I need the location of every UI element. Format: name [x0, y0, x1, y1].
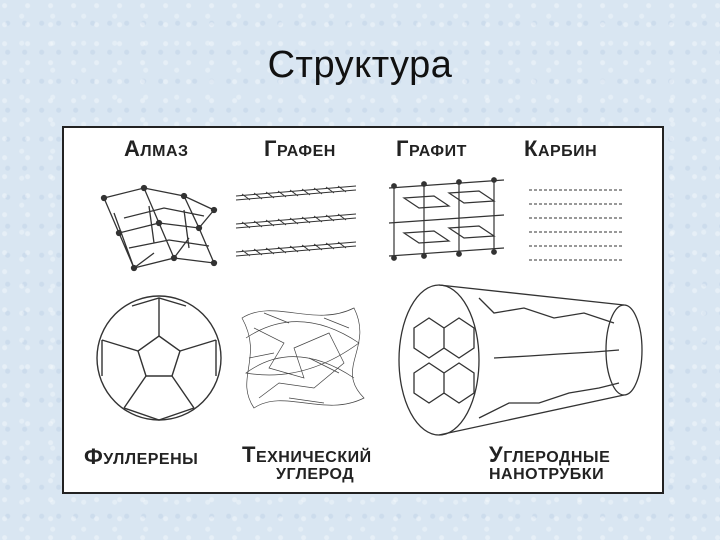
- diamond-lattice: [100, 184, 218, 272]
- structures-illustration: [96, 177, 643, 436]
- label-technical-carbon-line1: Технический: [242, 442, 372, 467]
- carbon-structures-figure: Алмаз Графен Графит Карбин Фуллерены Тех…: [62, 126, 664, 494]
- label-carbyne: Карбин: [524, 136, 598, 161]
- label-fullerenes: Фуллерены: [84, 444, 199, 469]
- slide-title: Структура: [267, 44, 453, 86]
- fullerene-sphere: [96, 295, 222, 421]
- nanotube-cylinder: [398, 284, 643, 436]
- technical-carbon-tangle: [241, 307, 365, 409]
- label-graphene: Графен: [264, 136, 336, 161]
- carbyne-chains: [529, 189, 624, 261]
- label-diamond: Алмаз: [124, 136, 189, 161]
- label-technical-carbon-line2: углерод: [276, 466, 355, 483]
- graphene-sheets: [235, 185, 357, 257]
- label-nanotubes-line2: нанотрубки: [489, 466, 605, 483]
- graphite-layers: [388, 177, 505, 261]
- label-graphite: Графит: [396, 136, 467, 161]
- label-nanotubes-line1: Углеродные: [489, 442, 611, 467]
